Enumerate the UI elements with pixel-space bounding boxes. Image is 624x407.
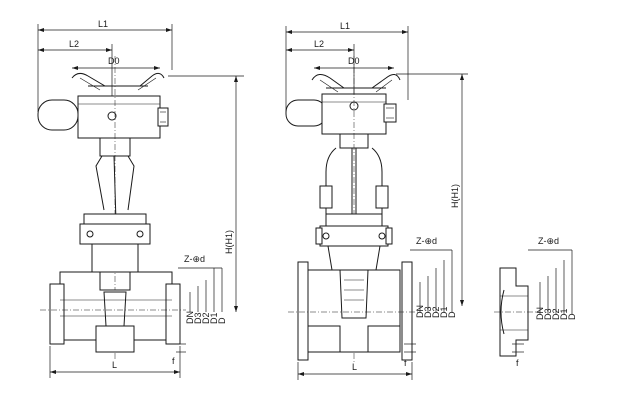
middle-h-label: H(H1) [450,184,460,208]
left-l2-label: L2 [69,39,79,49]
right-d1-label: D1 [559,308,569,320]
middle-f-label: f [404,358,407,368]
middle-l2-label: L2 [314,39,324,49]
left-d3-label: D3 [193,312,203,324]
left-d-label: D [217,317,227,324]
left-h-dimension: H(H1) [168,75,244,312]
right-zd-label: Z-⊕d [538,236,559,246]
left-f-label: f [172,356,175,366]
left-valve: L1 L2 D0 [37,19,244,378]
left-handwheel [71,72,165,91]
left-actuator-motor [37,95,169,139]
left-h-label: H(H1) [224,230,234,254]
middle-d-label: D [447,311,457,318]
left-zd-label: Z-⊕d [184,254,205,264]
middle-d1-label: D1 [439,306,449,318]
left-l-dimension: L [49,346,181,378]
left-l1-dimension: L1 [37,19,173,112]
middle-actuator-motor [285,93,397,135]
middle-l-label: L [352,362,357,372]
right-d2-label: D2 [551,308,561,320]
middle-l1-label: L1 [340,21,350,31]
middle-d2-label: D2 [431,306,441,318]
middle-body [288,261,420,361]
right-flange-detail: Z-⊕d DN D3 D2 D1 D f [494,236,577,368]
left-d1-label: D1 [209,312,219,324]
left-l1-label: L1 [98,19,108,29]
left-d0-label: D0 [108,56,120,66]
right-f-label: f [516,358,519,368]
middle-valve: L1 L2 D0 [285,21,468,380]
left-d2-label: D2 [201,312,211,324]
middle-zd-label: Z-⊕d [416,236,437,246]
middle-dn-label: DN [415,305,425,318]
middle-l1-dimension: L1 [285,21,409,112]
left-l-label: L [112,360,117,370]
middle-d3-label: D3 [423,306,433,318]
middle-handwheel [311,74,401,93]
right-d-label: D [567,313,577,320]
left-body [40,271,186,353]
right-dn-label: DN [535,307,545,320]
middle-bonnet [315,213,393,271]
left-l2-dimension: L2 [38,39,113,100]
middle-h-dimension: H(H1) [396,73,468,306]
middle-flange-dimensions: Z-⊕d DN D3 D2 D1 D f [404,236,457,368]
left-bonnet [79,213,151,273]
middle-l-dimension: L [297,362,413,380]
right-d3-label: D3 [543,308,553,320]
left-d0-dimension: D0 [72,56,160,70]
left-flange-dimensions: Z-⊕d DN D3 D2 D1 D f [172,254,227,366]
left-dn-label: DN [185,311,195,324]
